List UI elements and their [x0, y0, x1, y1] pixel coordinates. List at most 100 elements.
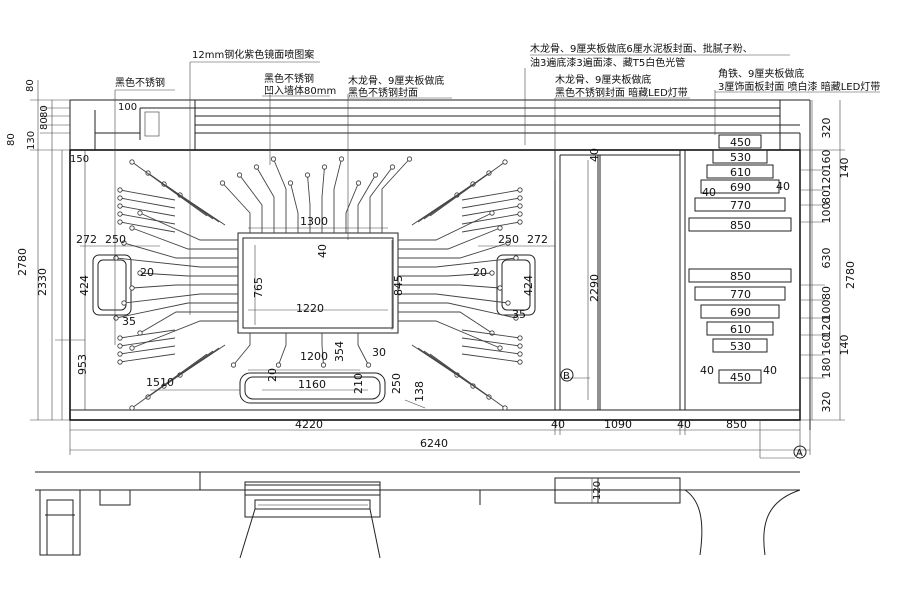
trace-top-10	[357, 174, 376, 233]
shelf-top-3	[706, 164, 774, 179]
trace-diag-4-4-pad	[502, 405, 508, 411]
shelf-bottom-3	[700, 304, 780, 319]
trace-diag-2-4	[429, 161, 506, 217]
trace-top-8	[333, 158, 342, 233]
trace-far-left-4-pad	[117, 211, 123, 217]
left-side-pad	[92, 254, 132, 316]
note-right-top-2: 油3遍底漆3遍面漆、藏T5白色光管	[530, 56, 685, 69]
trace-far-left-2	[119, 197, 176, 209]
trace-far-left-3	[119, 205, 176, 217]
dim-1300: 1300	[300, 215, 328, 228]
dim-1220: 1220	[296, 302, 324, 315]
shelf-top-5	[694, 197, 786, 212]
trace-far-right-5	[461, 221, 521, 233]
trace-bottom-1	[233, 333, 251, 366]
dim-40-bottom-2: 40	[677, 418, 691, 431]
dim-138: 138	[413, 381, 426, 402]
trace-right-3-pad	[505, 240, 511, 246]
note-black-steel-face: 黑色不锈钢封面	[348, 86, 418, 99]
trace-top-9	[345, 182, 359, 233]
dim-40-shelf-4: 40	[763, 364, 777, 377]
trace-left-10-pad	[129, 345, 135, 351]
trace-far-left-1	[119, 189, 176, 201]
trace-top-8-pad	[338, 156, 345, 162]
trace-diag-1-3	[147, 172, 214, 220]
dim-250-bottom: 250	[390, 373, 403, 394]
circuit-pattern	[92, 156, 536, 411]
dim-424-left: 424	[78, 275, 91, 296]
dim-40-door: 40	[588, 148, 601, 162]
shelf-top-4	[700, 179, 780, 194]
dim-40-shelf-3: 40	[700, 364, 714, 377]
dim-right-8: 100	[820, 300, 833, 321]
shelf-top-6	[688, 217, 792, 232]
trace-right-8	[398, 302, 517, 319]
trace-top-2	[239, 174, 263, 233]
dim-120-plan: 120	[592, 481, 603, 500]
dim-35-left: 35	[122, 315, 136, 328]
trace-far-left-b-2	[119, 337, 176, 347]
dim-845: 845	[392, 275, 405, 296]
trace-left-3	[123, 242, 238, 259]
marker-b-label: B	[563, 371, 570, 382]
shelf-top-label-6: 850	[730, 219, 751, 232]
trace-far-left-b-1	[119, 329, 176, 339]
trace-diag-3-4	[131, 353, 208, 409]
dim-6240: 6240	[420, 437, 448, 450]
trace-left-4	[115, 257, 238, 268]
trace-far-right-b-1-pad	[517, 335, 523, 341]
trace-diag-1-4	[131, 161, 208, 217]
dim-953: 953	[76, 354, 89, 375]
dim-150: 150	[70, 154, 89, 165]
shelf-bottom-label-6: 450	[730, 371, 751, 384]
plan-view	[35, 471, 801, 559]
trace-right-3	[398, 242, 509, 259]
shelf-top-label-4: 690	[730, 181, 751, 194]
dim-1160: 1160	[298, 378, 326, 391]
trace-bottom-10-pad	[365, 362, 372, 368]
trace-far-left-5	[119, 221, 176, 233]
trace-left-8	[115, 302, 238, 319]
trace-bottom-7	[321, 333, 324, 366]
dim-30: 30	[372, 346, 386, 359]
dim-272-right: 272	[527, 233, 548, 246]
right-side-pad	[496, 254, 536, 316]
trace-left-9	[139, 311, 238, 334]
trace-top-12	[381, 158, 410, 233]
dim-20-right: 20	[473, 266, 487, 279]
trace-left-5	[139, 272, 238, 277]
dim-250-right: 250	[498, 233, 519, 246]
trace-top-4	[273, 158, 287, 233]
trace-bottom-1-pad	[230, 362, 237, 368]
shelf-bottom-label-4: 610	[730, 323, 751, 336]
trace-diag-3-4-pad	[129, 405, 135, 411]
dim-1510: 1510	[146, 376, 174, 389]
trace-diag-2-3	[423, 172, 490, 220]
trace-right-9	[398, 311, 493, 334]
note-glass-pattern: 12mm钢化紫色镜面喷图案	[192, 48, 314, 61]
central-chip	[237, 232, 399, 334]
trace-diag-4-4	[429, 353, 506, 409]
trace-far-left-b-3	[119, 345, 176, 355]
dim-right-4: 80	[820, 190, 833, 204]
dim-right-1: 320	[820, 118, 833, 139]
trace-top-3-pad	[253, 164, 260, 170]
trace-left-6-pad	[129, 285, 135, 291]
dim-right-outer-1: 140	[838, 158, 851, 179]
trace-right-2-pad	[497, 225, 503, 231]
trace-top-10-pad	[372, 172, 379, 178]
trace-far-left-1-pad	[117, 187, 123, 193]
trace-far-left-5-pad	[117, 219, 123, 225]
trace-far-right-5-pad	[517, 219, 523, 225]
trace-far-right-b-3-pad	[517, 351, 523, 357]
trace-far-right-b-4	[461, 353, 521, 363]
trace-bottom-7-pad	[320, 362, 327, 368]
trace-far-right-b-3	[461, 345, 521, 355]
trace-diag-1-4-pad	[129, 159, 135, 165]
dim-right-7: 80	[820, 286, 833, 300]
note-black-steel-1: 黑色不锈钢	[115, 76, 165, 89]
trace-left-1	[139, 212, 238, 241]
dim-20-left: 20	[140, 266, 154, 279]
marker-a-label: A	[796, 448, 803, 459]
